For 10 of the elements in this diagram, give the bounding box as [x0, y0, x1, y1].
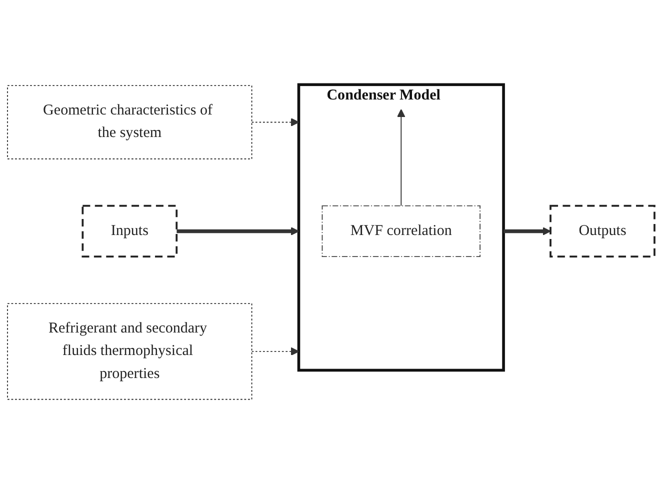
node-box: Outputs — [550, 204, 656, 258]
node-box: Geometric characteristics of the system — [7, 85, 252, 160]
node-box: Refrigerant and secondary fluids thermophysical properties — [7, 303, 252, 400]
node-box: MVF correlation — [322, 205, 481, 258]
arrow — [251, 347, 300, 356]
node-box: Inputs — [82, 204, 178, 258]
arrow — [176, 227, 300, 236]
arrow — [397, 109, 406, 206]
arrow — [504, 227, 551, 236]
arrow — [251, 118, 300, 126]
